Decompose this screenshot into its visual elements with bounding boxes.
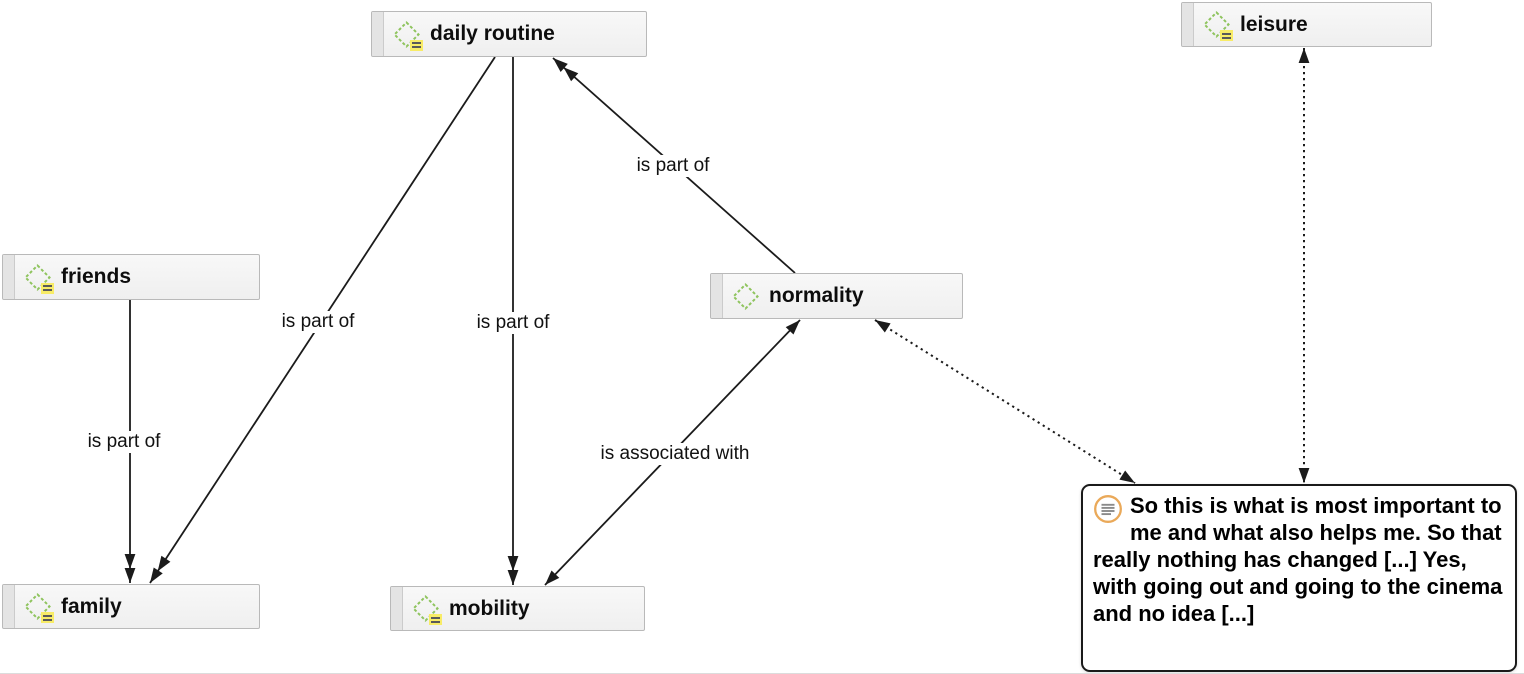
relation-label-mobility-normality[interactable]: is associated with: [597, 443, 753, 465]
arrowhead: [875, 320, 891, 333]
comment-badge-icon: [1220, 30, 1233, 41]
code-node-mobility[interactable]: mobility: [390, 586, 645, 631]
code-diamond-icon: [732, 282, 759, 310]
relation-label-daily-routine-family[interactable]: is part of: [278, 311, 358, 333]
arrowhead: [507, 556, 519, 571]
node-grip: [1182, 3, 1194, 46]
code-diamond-icon: [412, 595, 442, 625]
arrowhead: [545, 570, 560, 585]
code-node-family[interactable]: family: [2, 584, 260, 629]
arrowhead: [150, 567, 163, 583]
arrowhead: [1298, 468, 1310, 483]
node-grip: [391, 587, 403, 630]
node-label: mobility: [449, 596, 530, 620]
node-label: family: [61, 594, 122, 618]
code-node-friends[interactable]: friends: [2, 254, 260, 300]
quotation-text: So this is what is most important to me …: [1093, 493, 1503, 626]
node-grip: [372, 12, 384, 56]
code-diamond-icon: [24, 593, 54, 623]
node-label: daily routine: [430, 22, 555, 45]
code-node-leisure[interactable]: leisure: [1181, 2, 1432, 47]
quotation-icon: [1093, 494, 1123, 524]
arrowhead: [507, 570, 519, 585]
node-grip: [3, 585, 15, 628]
node-grip: [711, 274, 723, 318]
relation-label-normality-daily-routine[interactable]: is part of: [633, 155, 713, 177]
node-grip: [3, 255, 15, 299]
comment-badge-icon: [410, 39, 423, 51]
quotation-node[interactable]: So this is what is most important to me …: [1081, 484, 1517, 672]
arrowhead: [563, 67, 579, 82]
arrowhead: [124, 554, 136, 569]
relation-label-friends-family[interactable]: is part of: [84, 431, 164, 453]
code-diamond-icon: [24, 263, 54, 294]
arrowhead: [785, 320, 800, 335]
node-label: friends: [61, 265, 132, 288]
node-label: normality: [769, 284, 864, 307]
edge-normality-quotation[interactable]: [874, 319, 1136, 484]
comment-badge-icon: [41, 282, 54, 294]
arrowhead: [553, 58, 568, 72]
arrowhead: [1298, 48, 1310, 63]
arrowhead: [157, 555, 171, 572]
code-diamond-icon: [393, 20, 423, 51]
code-node-daily-routine[interactable]: daily routine: [371, 11, 647, 57]
comment-badge-icon: [429, 614, 442, 625]
node-label: leisure: [1240, 12, 1308, 36]
code-node-normality[interactable]: normality: [710, 273, 963, 319]
arrowhead: [124, 568, 136, 583]
arrowhead: [1119, 470, 1135, 483]
relation-label-daily-routine-mobility[interactable]: is part of: [473, 312, 553, 334]
comment-badge-icon: [41, 612, 54, 623]
code-diamond-icon: [1203, 11, 1233, 41]
